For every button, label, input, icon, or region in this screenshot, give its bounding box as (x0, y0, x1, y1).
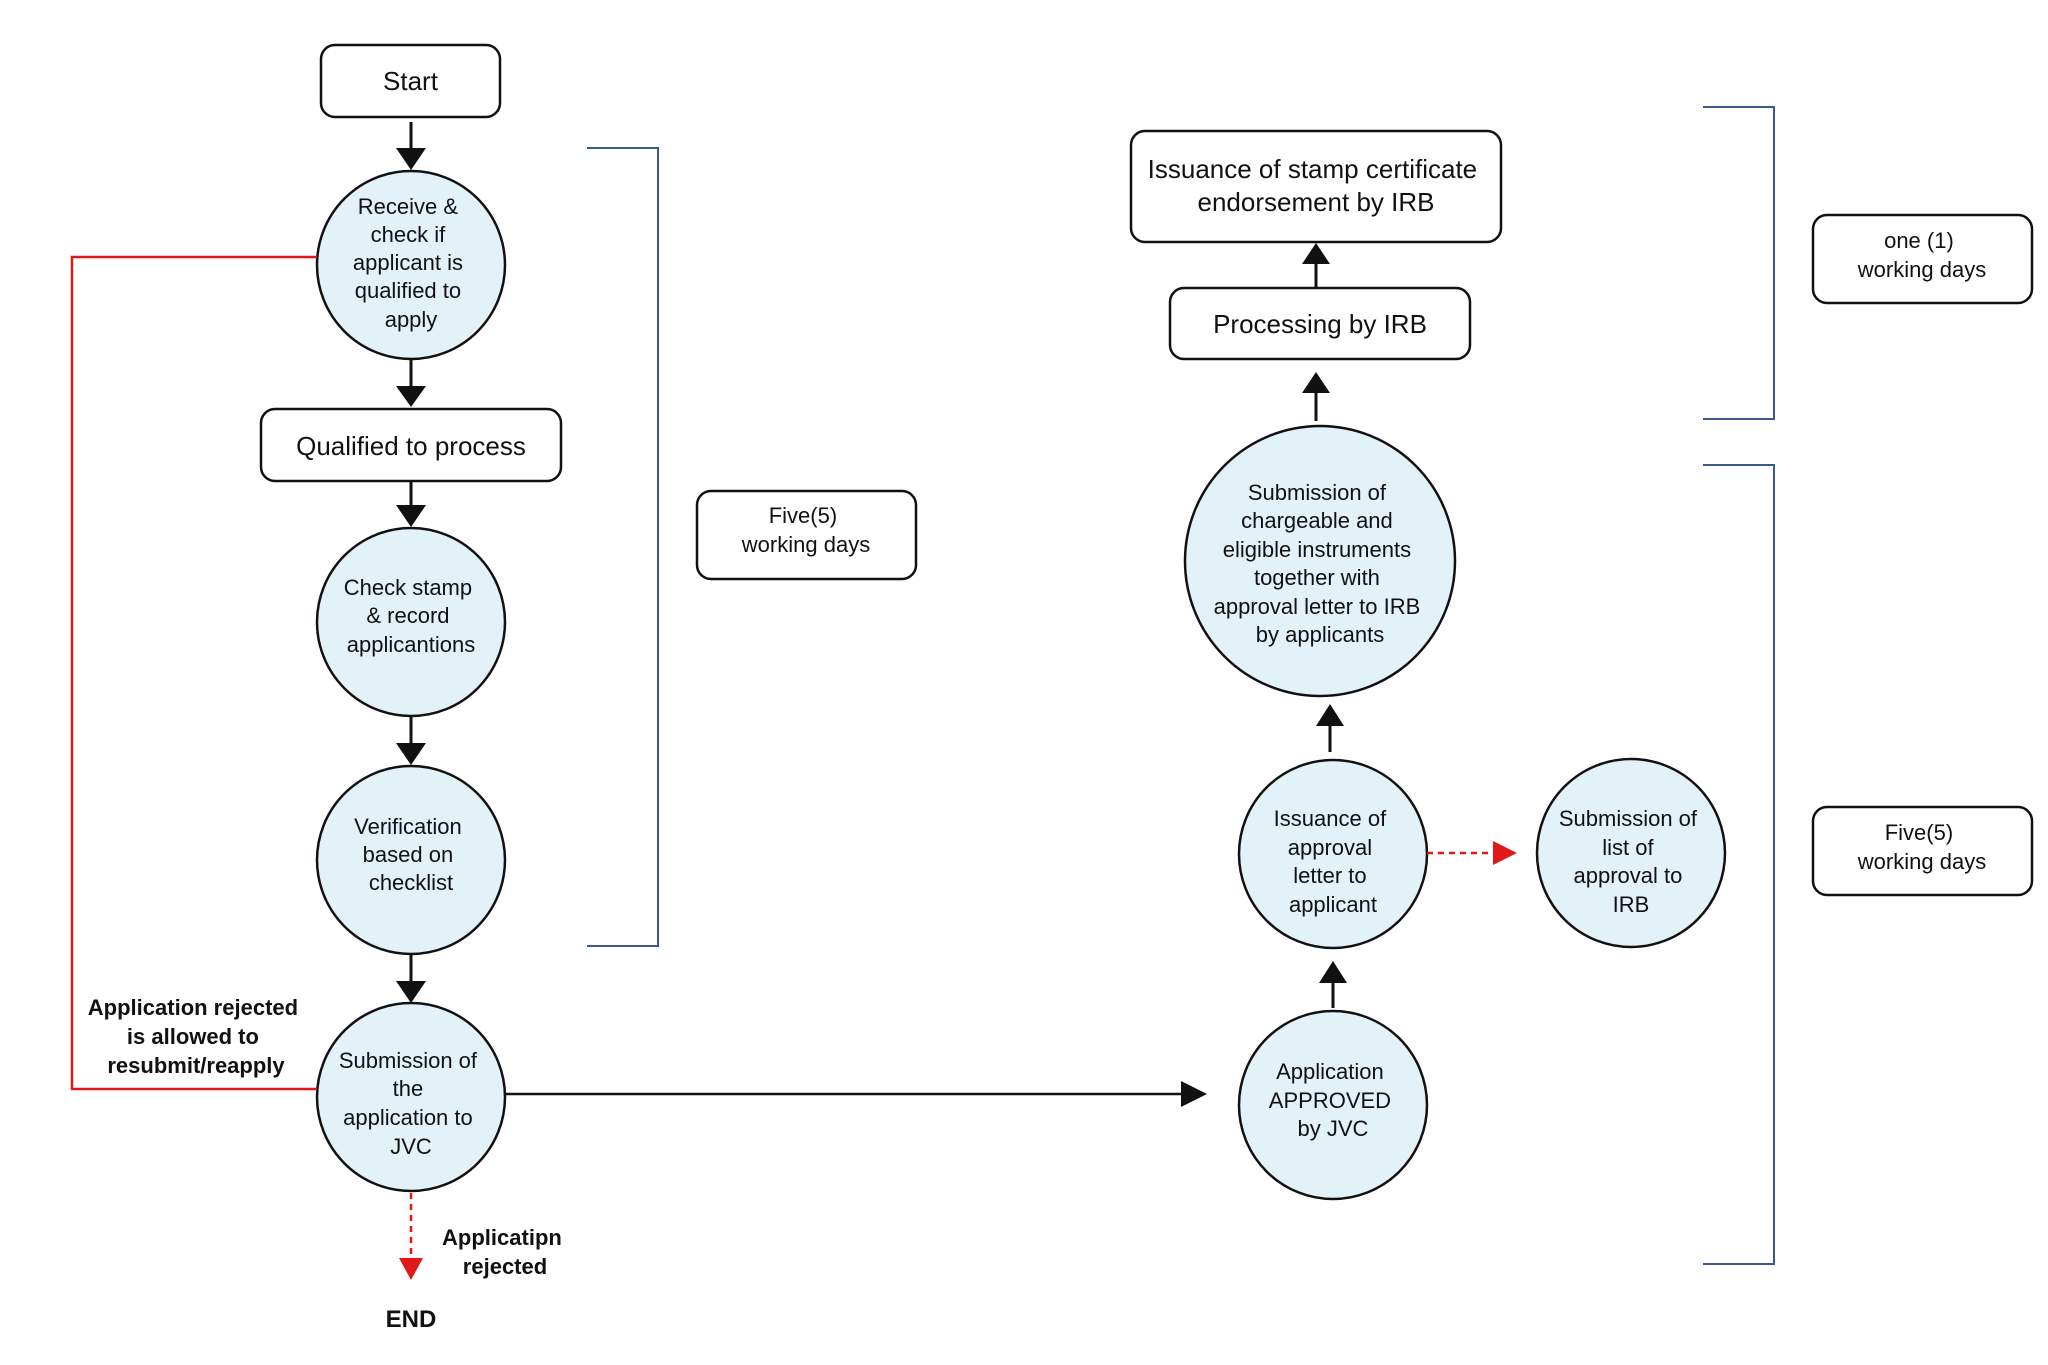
receive-check-node: Receive & check if applicant is qualifie… (315, 169, 507, 361)
issuance-certificate-label: Issuance of stamp certificate endorsemen… (1148, 154, 1485, 217)
arrow-instruments-to-processing (1302, 372, 1330, 421)
arrow-submission-to-approved (505, 1081, 1207, 1107)
right-bottom-duration-label: Five(5) working days (1857, 820, 1986, 874)
right-bottom-duration-bracket (1703, 464, 1775, 1265)
check-stamp-node: Check stamp & record applicantions (315, 526, 507, 718)
start-node: Start (319, 43, 502, 119)
left-duration-box: Five(5) working days (695, 489, 918, 581)
arrow-receive-to-qualified (396, 359, 426, 407)
arrow-verification-to-submission (396, 954, 426, 1003)
submission-list-node: Submission of list of approval to IRB (1535, 757, 1727, 949)
submission-instruments-node: Submission of chargeable and eligible in… (1183, 424, 1457, 698)
right-top-duration-bracket (1703, 106, 1775, 420)
arrow-approved-to-letter (1319, 961, 1347, 1008)
right-top-duration-label: one (1) working days (1857, 228, 1986, 282)
verification-node: Verification based on checklist (315, 764, 507, 956)
submission-jvc-label: Submission of the application to JVC (339, 1048, 483, 1159)
receive-check-label: Receive & check if applicant is qualifie… (353, 194, 469, 332)
submission-instruments-label: Submission of chargeable and eligible in… (1214, 480, 1427, 647)
right-bottom-duration-box: Five(5) working days (1811, 805, 2034, 897)
application-rejected-label: Applicatipn rejected (442, 1225, 568, 1279)
submission-jvc-node: Submission of the application to JVC (315, 1001, 507, 1193)
right-top-duration-box: one (1) working days (1811, 213, 2034, 305)
resubmit-loop-line (70, 255, 317, 1091)
arrow-check-to-verification (396, 716, 426, 765)
check-stamp-label: Check stamp & record applicantions (344, 575, 479, 657)
arrow-rejected-to-end (399, 1193, 423, 1280)
processing-irb-node: Processing by IRB (1168, 286, 1472, 361)
arrow-start-to-receive (396, 122, 426, 170)
arrow-letter-to-instruments (1316, 704, 1344, 752)
qualified-label: Qualified to process (296, 431, 526, 461)
verification-label: Verification based on checklist (354, 814, 468, 895)
start-label: Start (383, 66, 439, 96)
arrow-letter-to-list (1427, 841, 1517, 865)
left-duration-label: Five(5) working days (741, 503, 870, 557)
left-duration-bracket (587, 147, 659, 947)
issuance-letter-node: Issuance of approval letter to applicant (1237, 758, 1429, 950)
submission-list-label: Submission of list of approval to IRB (1559, 806, 1703, 917)
arrow-qualified-to-check (396, 481, 426, 527)
rejected-resubmit-note: Application rejected is allowed to resub… (88, 995, 304, 1078)
issuance-certificate-node: Issuance of stamp certificate endorsemen… (1129, 129, 1503, 244)
approved-jvc-label: Application APPROVED by JVC (1269, 1059, 1397, 1141)
arrow-processing-to-issuance (1302, 243, 1330, 288)
issuance-letter-label: Issuance of approval letter to applicant (1274, 806, 1393, 917)
qualified-node: Qualified to process (259, 407, 563, 483)
end-label: END (386, 1306, 437, 1333)
processing-irb-label: Processing by IRB (1213, 309, 1427, 339)
approved-jvc-node: Application APPROVED by JVC (1237, 1009, 1429, 1201)
